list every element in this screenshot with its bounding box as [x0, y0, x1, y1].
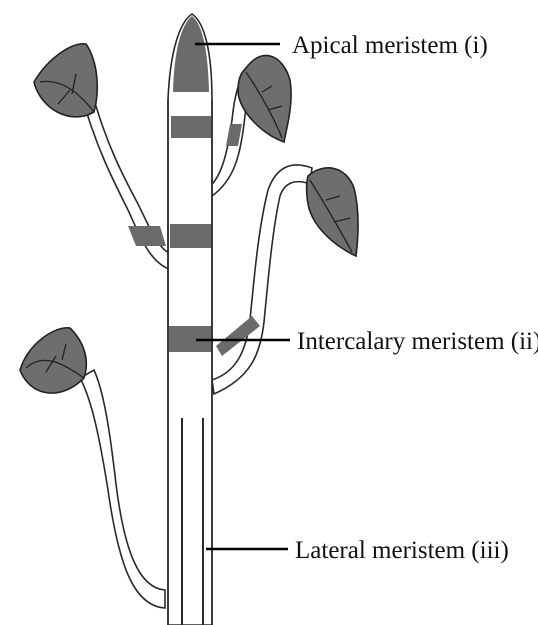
- main-stem-body: [168, 14, 212, 625]
- lower-left-petiole: [80, 370, 165, 608]
- upper-left-branch: [34, 44, 172, 270]
- leaf-icon: [307, 168, 359, 256]
- main-stem: [168, 14, 213, 625]
- leaf-icon: [34, 44, 97, 117]
- stem-meristem-band-2: [170, 224, 212, 248]
- lower-left-leaf: [20, 328, 86, 393]
- right-branch: [212, 165, 358, 394]
- apical-meristem-label: Apical meristem (i): [292, 32, 488, 59]
- right-leaf: [307, 168, 359, 256]
- intercalary-meristem-label: Intercalary meristem (ii): [297, 328, 538, 355]
- stem-meristem-band-1: [171, 116, 211, 138]
- leaf-icon: [238, 55, 291, 142]
- upper-left-branch-meristem-band: [128, 226, 166, 246]
- right-petiole: [212, 165, 312, 394]
- shoot-apex-meristem: [173, 16, 209, 92]
- upper-right-leaf: [238, 55, 291, 142]
- upper-left-leaf: [34, 44, 97, 117]
- lower-left-branch: [20, 328, 165, 608]
- lateral-meristem-label: Lateral meristem (iii): [295, 537, 509, 564]
